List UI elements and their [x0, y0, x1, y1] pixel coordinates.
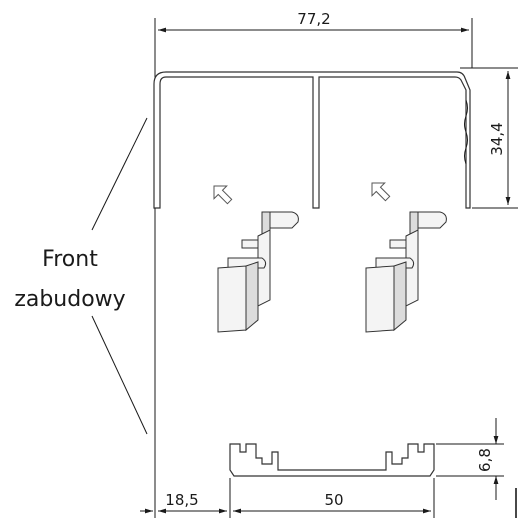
dimension-right-height: 34,4	[460, 67, 518, 209]
dimension-top-width-label: 77,2	[297, 10, 330, 28]
top-rail-profile	[153, 71, 471, 209]
dimension-top-width: 77,2	[154, 10, 473, 80]
label-leader-upper	[91, 117, 148, 231]
arrow-up-left-icon	[213, 185, 233, 205]
dimension-bottom-width-label: 50	[324, 491, 343, 509]
carriage-part-left	[217, 211, 299, 333]
front-label-line2: zabudowy	[14, 287, 125, 312]
label-leader-lower	[91, 315, 148, 435]
dimension-small-height-label: 6,8	[476, 448, 494, 472]
carriage-part-right	[365, 211, 447, 333]
dimension-bottom-left-label: 18,5	[165, 491, 198, 509]
dimension-right-height-label: 34,4	[488, 122, 506, 155]
arrow-up-left-icon	[371, 182, 391, 202]
dimension-bottom: 18,5 50	[140, 478, 435, 518]
bottom-rail-profile	[229, 443, 435, 477]
front-label-line1: Front	[42, 247, 98, 272]
dimension-small-height: 6,8	[436, 418, 517, 518]
